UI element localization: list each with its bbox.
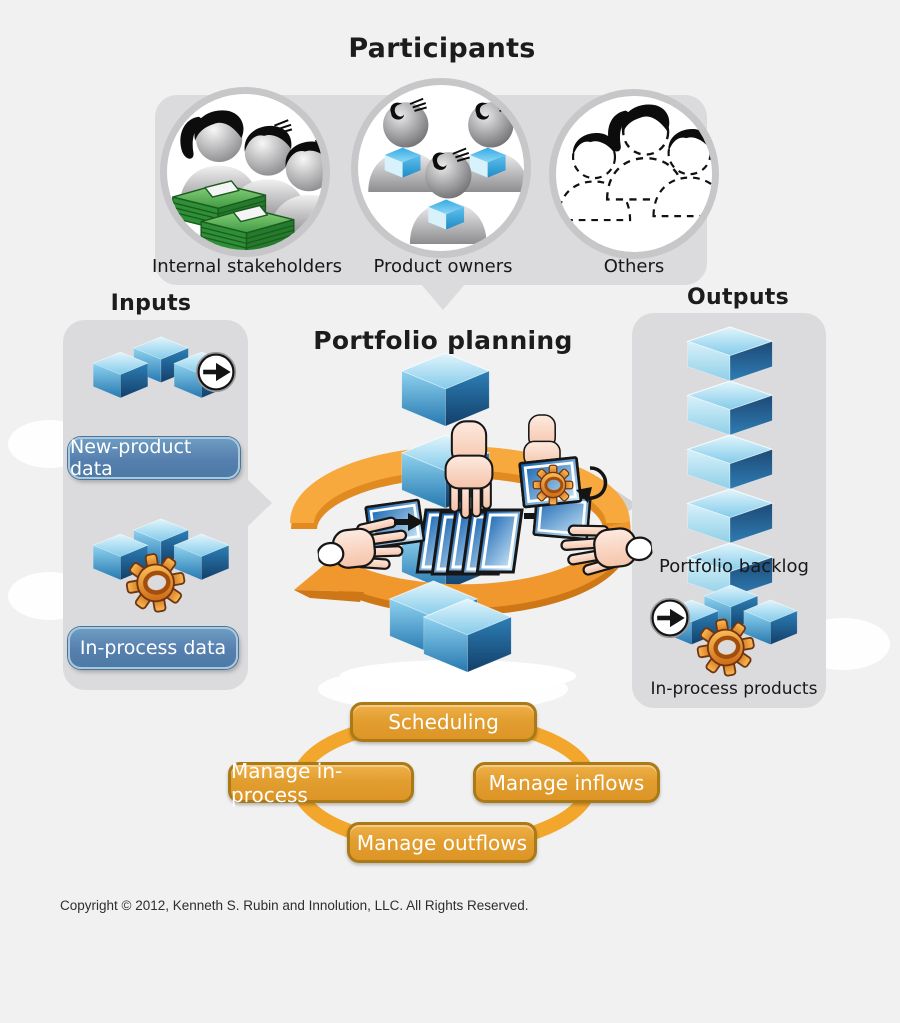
arrow-badge-icon	[194, 350, 238, 394]
hand-icon	[444, 420, 494, 520]
dashed-people-icon	[556, 103, 712, 222]
card-fan	[415, 508, 524, 576]
cubes-gear-icon	[92, 518, 230, 619]
in-process-data-label: In-process data	[68, 627, 238, 669]
product-owners-label: Product owners	[373, 256, 513, 277]
manage-in-process-button: Manage in-process	[228, 759, 414, 807]
copyright-text: Copyright © 2012, Kenneth S. Rubin and I…	[60, 898, 529, 913]
manage-inflows-button: Manage inflows	[473, 762, 660, 803]
portfolio-backlog-label: Portfolio backlog	[659, 556, 809, 577]
cycle-arrow-icon	[576, 466, 608, 503]
in-process-products-label: In-process products	[650, 679, 818, 699]
outputs-title: Outputs	[686, 285, 789, 310]
others-label: Others	[603, 256, 665, 277]
new-product-data-label: New-product data	[68, 436, 240, 480]
inputs-pointer	[246, 478, 272, 528]
arrow-right-icon	[394, 513, 424, 531]
gear-icon	[533, 465, 572, 504]
participants-pointer	[420, 283, 466, 310]
people-with-cubes-icon	[367, 97, 524, 245]
portfolio-planning-title: Portfolio planning	[313, 326, 573, 355]
product-owners-circle	[351, 78, 531, 258]
manage-outflows-button: Manage outflows	[347, 822, 537, 863]
others-circle	[549, 89, 719, 259]
people-with-money-icon	[172, 110, 323, 250]
internal-stakeholders-circle	[160, 87, 330, 257]
arrow-badge-icon	[648, 596, 692, 640]
scheduling-button: Scheduling	[350, 702, 537, 742]
participants-title: Participants	[348, 33, 536, 64]
inputs-title: Inputs	[110, 291, 192, 316]
cube-column-cycle-hands-icon	[290, 352, 655, 692]
internal-stakeholders-label: Internal stakeholders	[151, 256, 343, 277]
